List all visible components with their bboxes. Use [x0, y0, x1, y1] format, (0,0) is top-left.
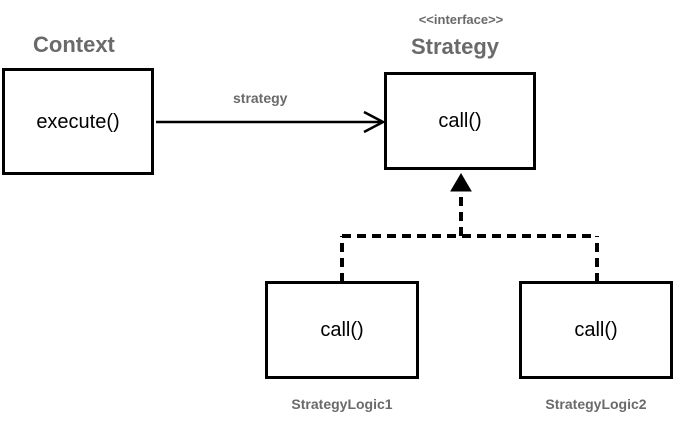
context-box: execute(): [2, 68, 154, 175]
realization-arrowhead: [450, 173, 472, 192]
strategy-logic1-name: StrategyLogic1: [291, 396, 393, 412]
strategy-logic1-box: call(): [265, 281, 419, 379]
strategy-logic1-method: call(): [320, 319, 364, 341]
context-method: execute(): [36, 110, 120, 133]
strategy-box: call(): [384, 72, 536, 170]
strategy-logic2-box: call(): [519, 281, 673, 379]
strategy-method: call(): [438, 110, 482, 132]
association-arrowhead: [363, 110, 386, 134]
strategy-logic2-name: StrategyLogic2: [545, 396, 647, 412]
strategy-title: Strategy: [411, 34, 500, 59]
strategy-stereotype: <<interface>>: [418, 12, 504, 27]
association-label: strategy: [233, 90, 288, 106]
strategy-logic2-method: call(): [574, 319, 618, 341]
context-title: Context: [33, 32, 115, 57]
